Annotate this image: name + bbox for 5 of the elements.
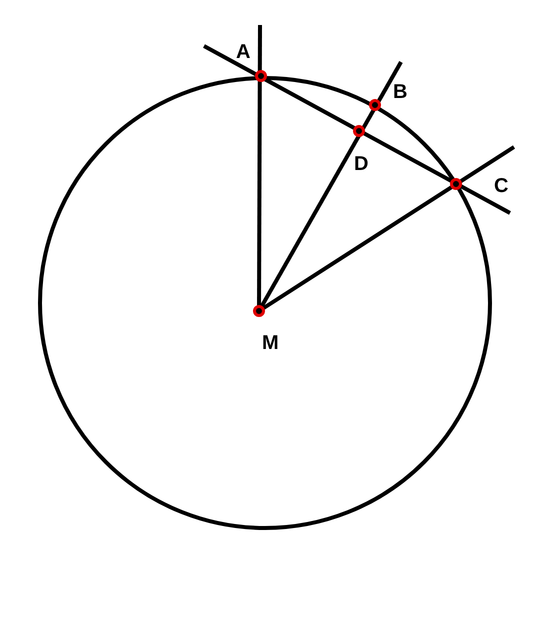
point-label: B (393, 82, 408, 102)
point-label: A (236, 42, 250, 62)
point-label: C (494, 176, 508, 196)
point-label: M (262, 333, 279, 353)
point-label: D (354, 154, 368, 174)
